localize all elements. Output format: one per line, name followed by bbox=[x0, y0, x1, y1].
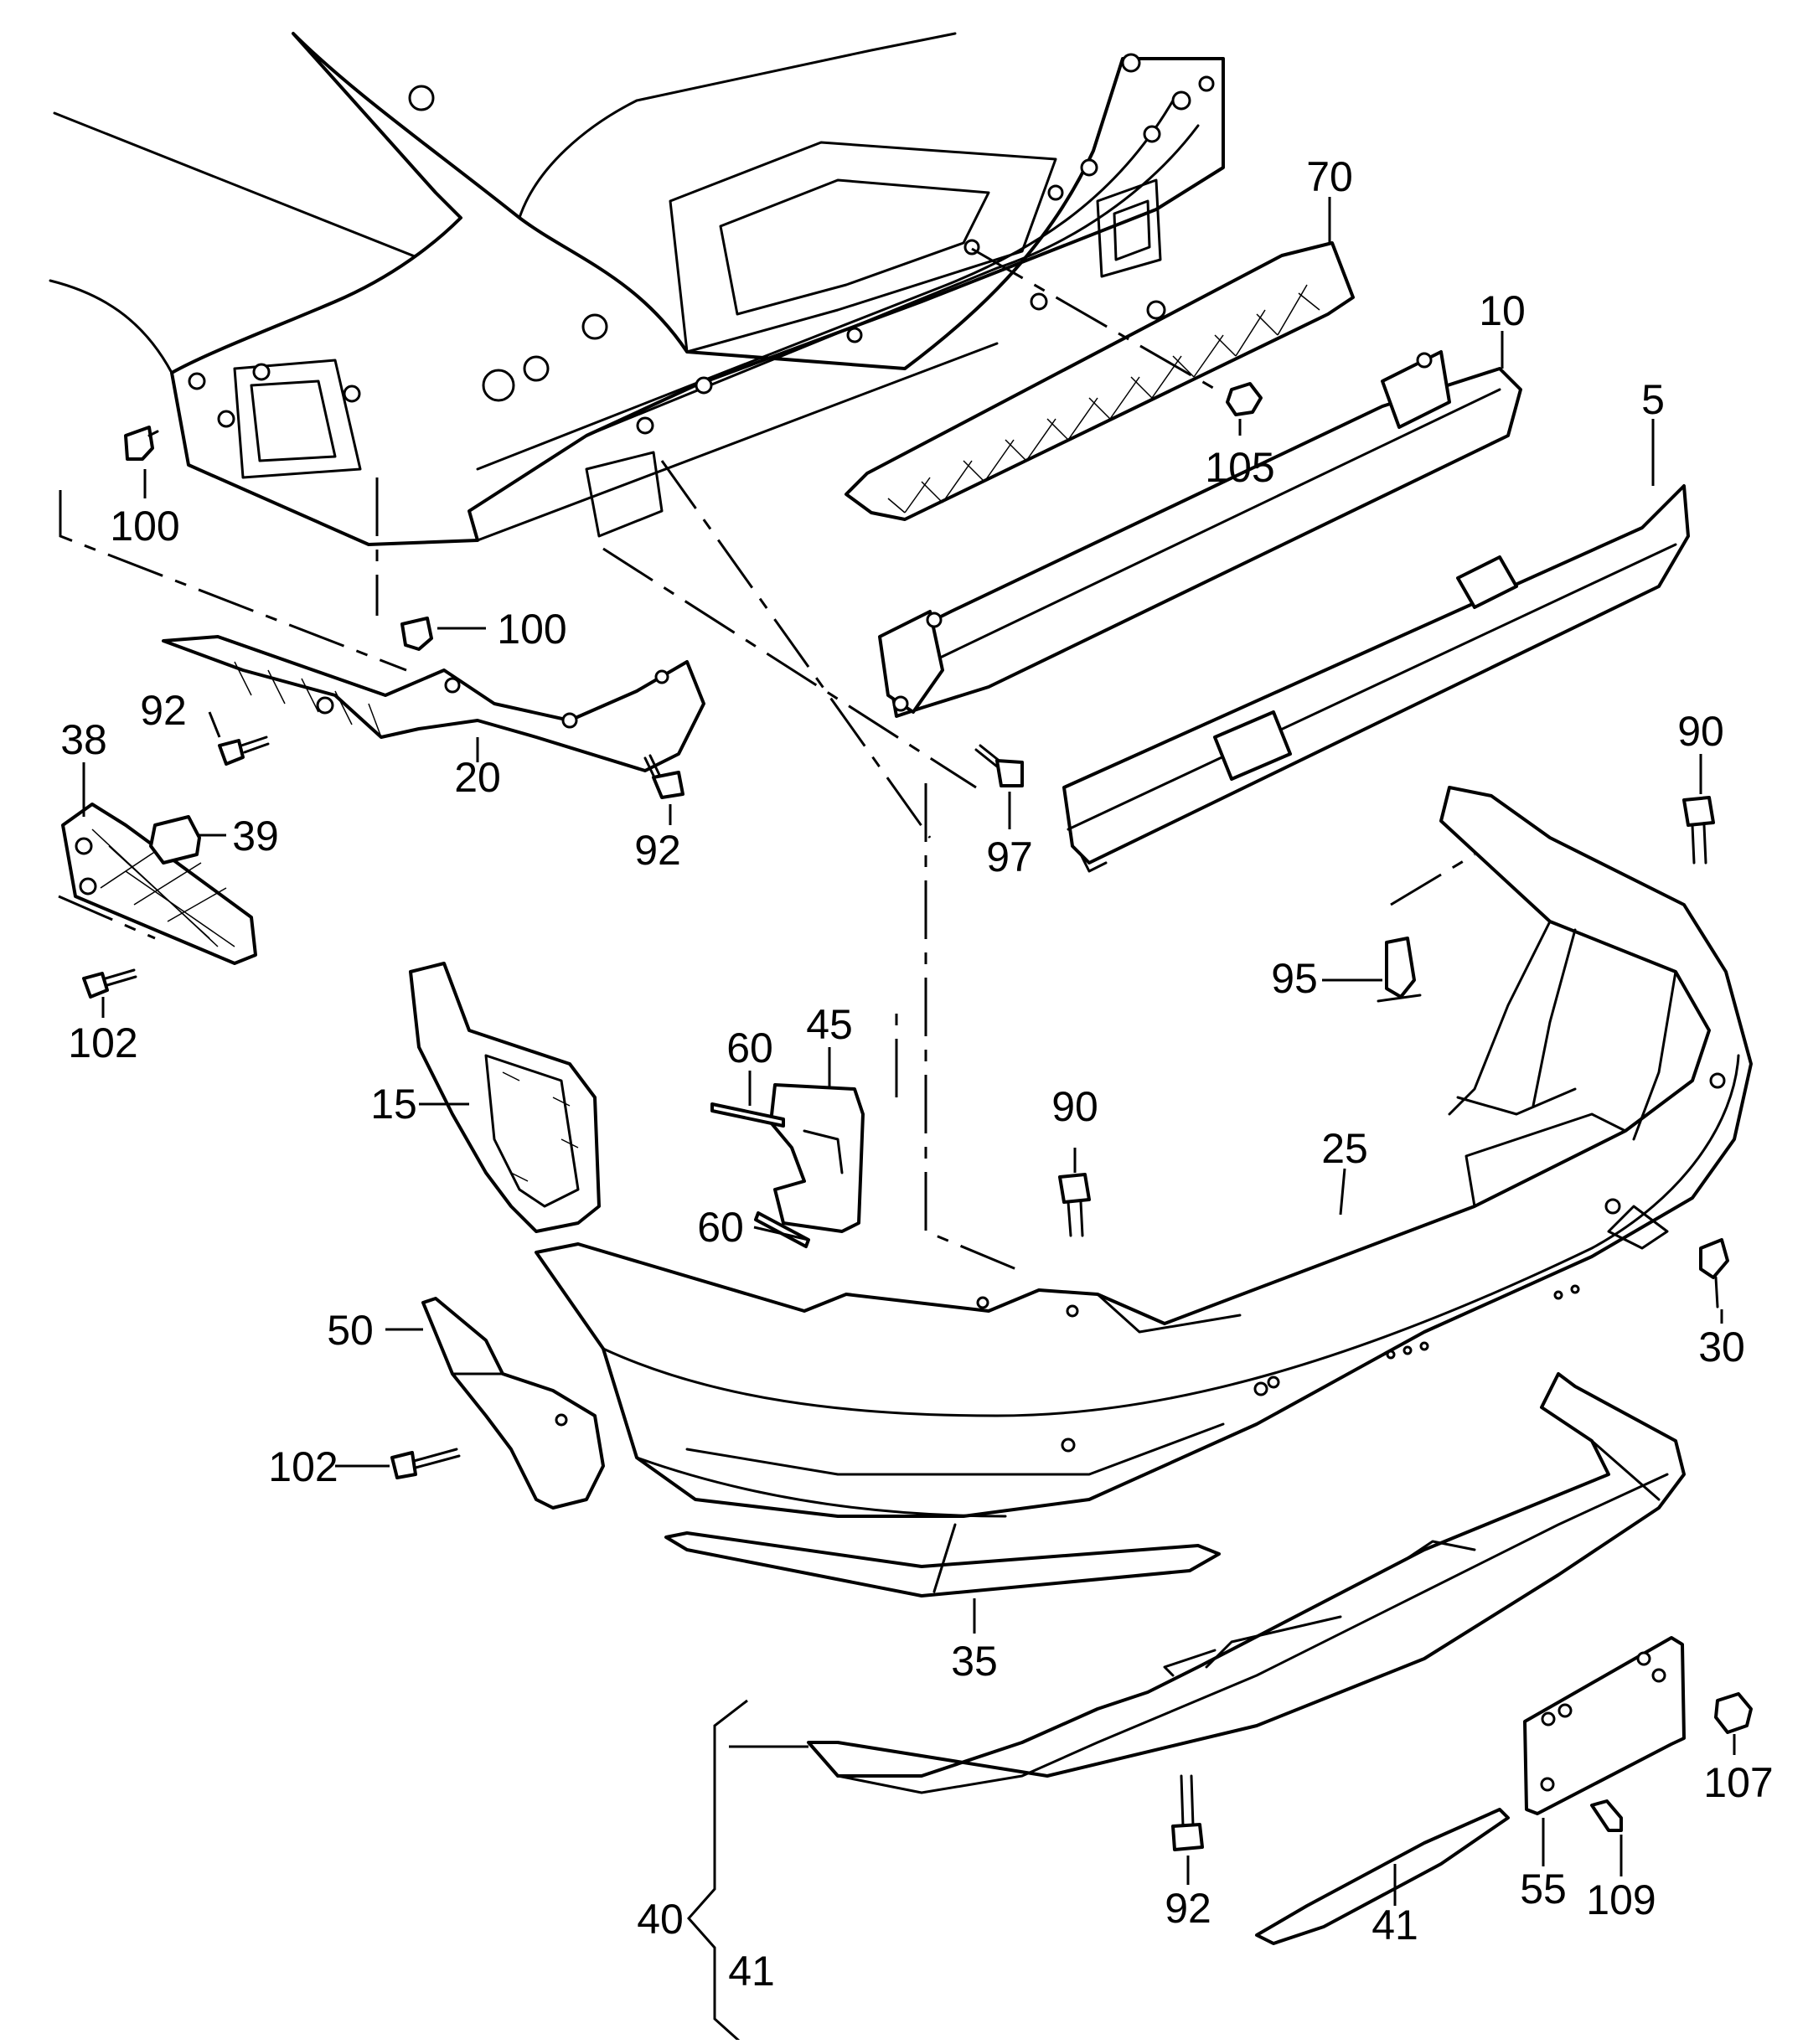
callout-30: 30 bbox=[1698, 1324, 1745, 1370]
callout-39: 39 bbox=[232, 813, 279, 859]
vehicle-rear-body bbox=[49, 32, 1225, 546]
callout-45: 45 bbox=[806, 1001, 853, 1048]
part-60-tape-upper bbox=[710, 1102, 785, 1128]
callout-38: 38 bbox=[60, 716, 107, 763]
fastener-100-lower bbox=[400, 617, 433, 651]
callout-15: 15 bbox=[370, 1081, 417, 1128]
callout-109: 109 bbox=[1586, 1876, 1656, 1923]
fastener-107-nut bbox=[1714, 1692, 1753, 1734]
callout-25: 25 bbox=[1321, 1125, 1368, 1172]
part-41-lower-trim bbox=[1255, 1808, 1510, 1945]
callout-92-bracket: 92 bbox=[634, 827, 681, 874]
part-40-diffuser bbox=[807, 1372, 1686, 1794]
part-20-side-bracket bbox=[162, 635, 705, 772]
part-10-bumper-beam bbox=[878, 350, 1522, 718]
fastener-100-upper bbox=[124, 426, 159, 461]
callout-97: 97 bbox=[986, 834, 1033, 880]
callout-92-bottom: 92 bbox=[1165, 1885, 1211, 1932]
part-30-cap bbox=[1699, 1238, 1729, 1308]
callout-41-left: 41 bbox=[728, 1948, 775, 1995]
callout-92-left: 92 bbox=[140, 687, 187, 734]
part-5-foam-absorber bbox=[1062, 484, 1690, 873]
callout-60-lower: 60 bbox=[697, 1204, 744, 1251]
fastener-95-clip bbox=[1377, 937, 1422, 1003]
callout-102-lower: 102 bbox=[268, 1443, 338, 1490]
callout-50: 50 bbox=[327, 1307, 374, 1354]
callout-107: 107 bbox=[1703, 1759, 1773, 1806]
part-60-tape-lower bbox=[754, 1211, 810, 1248]
callout-41-right: 41 bbox=[1371, 1902, 1418, 1949]
fastener-105-nut bbox=[1226, 382, 1263, 416]
callout-70: 70 bbox=[1306, 153, 1353, 200]
callout-labels: 70 10 5 105 100 100 92 20 92 97 38 39 10… bbox=[60, 153, 1774, 1995]
part-70-absorber-strip bbox=[845, 241, 1355, 521]
fastener-102-screw-b bbox=[390, 1448, 461, 1479]
fastener-92-bolt-b bbox=[643, 754, 684, 799]
callout-100-upper: 100 bbox=[110, 503, 179, 550]
callout-5: 5 bbox=[1641, 376, 1665, 423]
part-25-bumper-cover bbox=[535, 786, 1753, 1518]
callout-90-middle: 90 bbox=[1051, 1083, 1098, 1130]
part-50-flap-bracket bbox=[421, 1297, 605, 1510]
fastener-92-bolt-c bbox=[1171, 1774, 1204, 1851]
fastener-92-bolt-a bbox=[218, 736, 270, 766]
callout-35: 35 bbox=[951, 1638, 998, 1685]
leader-lines bbox=[82, 197, 1736, 2044]
callout-55: 55 bbox=[1520, 1866, 1567, 1912]
callout-100-lower: 100 bbox=[497, 606, 566, 653]
part-38-left-bracket bbox=[61, 803, 257, 965]
fastener-90-bolt-middle bbox=[1058, 1173, 1091, 1237]
callout-20: 20 bbox=[454, 754, 501, 801]
part-35-trim-strip bbox=[664, 1523, 1221, 1598]
fastener-109-clip bbox=[1590, 1799, 1623, 1832]
callout-40: 40 bbox=[637, 1896, 684, 1943]
callout-95: 95 bbox=[1271, 955, 1318, 1002]
callout-105: 105 bbox=[1205, 444, 1274, 491]
part-55-plate-holder bbox=[1523, 1636, 1686, 1815]
part-45-pad bbox=[769, 1083, 865, 1233]
fastener-102-screw-a bbox=[82, 968, 137, 999]
callout-10: 10 bbox=[1479, 287, 1526, 334]
assembly-lines bbox=[58, 247, 1475, 1275]
callout-102-left: 102 bbox=[68, 1019, 137, 1066]
callout-60-upper: 60 bbox=[726, 1025, 773, 1071]
callout-90-upper: 90 bbox=[1677, 708, 1724, 755]
fastener-97-bolt bbox=[974, 744, 1024, 787]
part-39-clip bbox=[149, 815, 201, 865]
fastener-90-bolt-upper bbox=[1682, 796, 1715, 865]
part-15-trim-bracket bbox=[409, 962, 601, 1233]
